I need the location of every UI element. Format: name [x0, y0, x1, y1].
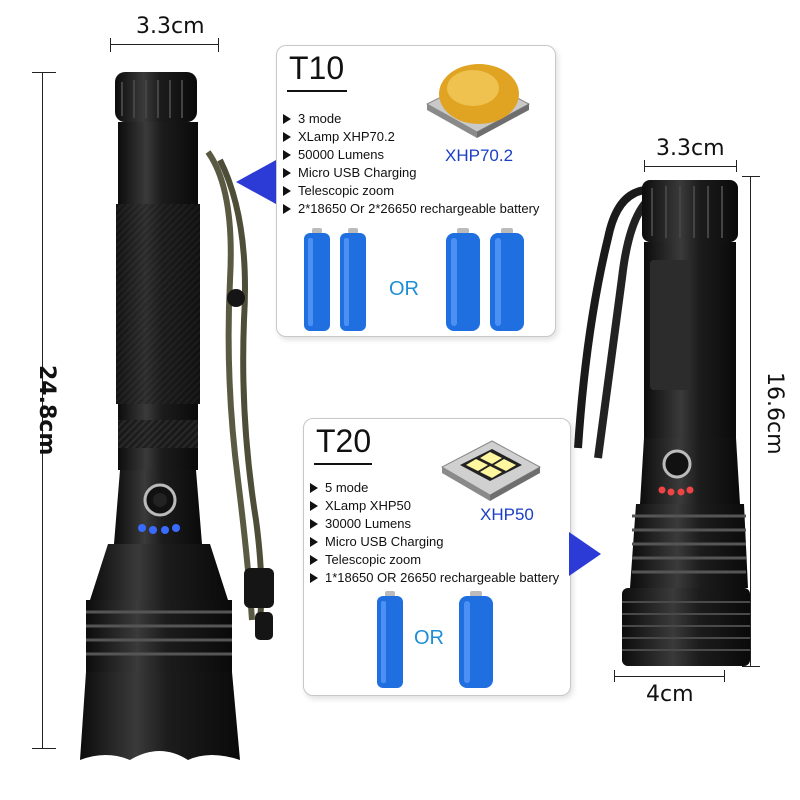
t10-feature-item: Micro USB Charging — [283, 164, 539, 182]
t10-feature-item: XLamp XHP70.2 — [283, 128, 539, 146]
t10-feature-item: 2*18650 Or 2*26650 rechargeable battery — [283, 200, 539, 218]
led-chip-xhp50-icon — [440, 440, 542, 501]
t20-feature-item: XLamp XHP50 — [310, 497, 559, 515]
t10-or-label: OR — [389, 278, 419, 300]
small-length-label: 16.6cm — [762, 372, 787, 455]
t10-spec-card: T10 XHP70.2 3 mode XLamp XHP70.2 50000 L… — [276, 45, 556, 337]
t10-pointer-arrow-icon — [236, 160, 276, 204]
t20-title: T20 — [316, 423, 372, 459]
t10-title-underline — [287, 90, 347, 92]
small-tail-width-label: 4cm — [646, 682, 694, 707]
led-chip-xhp70-icon — [425, 64, 531, 138]
t20-feature-item: 30000 Lumens — [310, 515, 559, 533]
battery-26650-icon — [490, 228, 524, 331]
t20-or-label: OR — [414, 627, 444, 649]
bullet-triangle-icon — [283, 150, 291, 160]
bullet-triangle-icon — [283, 114, 291, 124]
battery-26650-icon — [446, 228, 480, 331]
bullet-triangle-icon — [283, 132, 291, 142]
battery-26650-icon — [459, 591, 493, 688]
bullet-triangle-icon — [283, 168, 291, 178]
t20-feature-item: Micro USB Charging — [310, 533, 559, 551]
t20-spec-card: T20 XHP50 5 mode XLamp XHP50 30000 Lumen… — [303, 418, 571, 696]
t20-chip-label: XHP50 — [480, 505, 534, 524]
bullet-triangle-icon — [310, 573, 318, 583]
battery-18650-icon — [304, 228, 330, 331]
t20-feature-item: 5 mode — [310, 479, 559, 497]
bullet-triangle-icon — [310, 555, 318, 565]
bullet-triangle-icon — [310, 483, 318, 493]
t10-title: T10 — [289, 50, 345, 86]
bullet-triangle-icon — [310, 519, 318, 529]
large-width-label: 3.3cm — [136, 14, 205, 39]
t20-feature-list: 5 mode XLamp XHP50 30000 Lumens Micro US… — [310, 479, 559, 587]
bullet-triangle-icon — [310, 537, 318, 547]
bullet-triangle-icon — [283, 186, 291, 196]
small-head-width-label: 3.3cm — [656, 136, 725, 161]
t10-feature-item: 3 mode — [283, 110, 539, 128]
battery-18650-icon — [377, 591, 403, 688]
t20-title-underline — [314, 463, 372, 465]
t10-feature-item: Telescopic zoom — [283, 182, 539, 200]
t20-pointer-arrow-icon — [569, 532, 601, 576]
bullet-triangle-icon — [283, 204, 291, 214]
t20-feature-item: Telescopic zoom — [310, 551, 559, 569]
bullet-triangle-icon — [310, 501, 318, 511]
t10-feature-item: 50000 Lumens — [283, 146, 539, 164]
small-flashlight-image — [574, 180, 750, 666]
t10-feature-list: 3 mode XLamp XHP70.2 50000 Lumens Micro … — [283, 110, 539, 218]
t10-chip-label: XHP70.2 — [445, 146, 514, 165]
battery-18650-icon — [340, 228, 366, 331]
t20-feature-item: 1*18650 OR 26650 rechargeable battery — [310, 569, 559, 587]
large-length-label: 24.8cm — [34, 365, 59, 456]
large-flashlight-image — [80, 72, 274, 760]
